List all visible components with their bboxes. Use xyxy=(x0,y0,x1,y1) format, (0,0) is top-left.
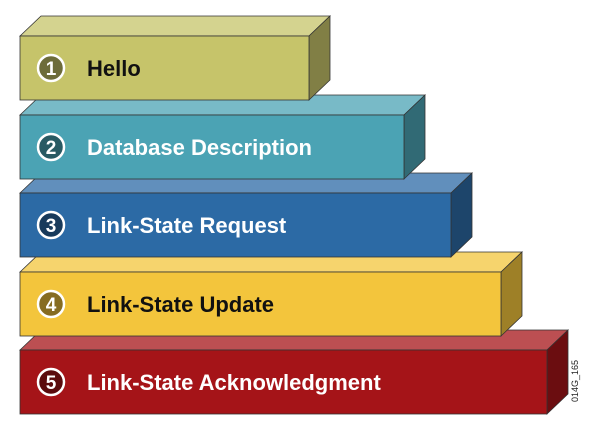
step-block-5: 5 Link-State Acknowledgment xyxy=(19,329,569,415)
step-5-front-face xyxy=(19,349,548,415)
step-block-3: 3 Link-State Request xyxy=(19,172,473,258)
step-4-badge xyxy=(36,289,66,319)
step-1-number: 1 xyxy=(46,59,57,80)
step-1-label: Hello xyxy=(87,56,141,81)
step-block-4: 4 Link-State Update xyxy=(19,251,523,337)
step-1-top-face xyxy=(19,15,331,37)
step-2-badge xyxy=(36,132,66,162)
step-block-1: 1 Hello xyxy=(19,15,331,101)
step-5-label: Link-State Acknowledgment xyxy=(87,370,381,395)
step-2-front-face xyxy=(19,114,405,180)
figure-id: 014G_165 xyxy=(570,360,580,402)
step-block-2: 2 Database Description xyxy=(19,94,426,180)
blocks-layer: 5 Link-State Acknowledgment 4 Link-State Up… xyxy=(19,15,569,415)
step-3-number: 3 xyxy=(46,216,57,237)
step-2-label: Database Description xyxy=(87,135,312,160)
step-3-badge xyxy=(36,210,66,240)
step-1-badge xyxy=(36,53,66,83)
step-4-front-face xyxy=(19,271,502,337)
step-1-front-face xyxy=(19,35,310,101)
step-4-number: 4 xyxy=(46,295,57,316)
step-3-label: Link-State Request xyxy=(87,213,287,238)
step-2-number: 2 xyxy=(46,138,57,159)
step-5-badge xyxy=(36,367,66,397)
step-4-label: Link-State Update xyxy=(87,292,274,317)
step-5-number: 5 xyxy=(46,373,57,394)
step-3-front-face xyxy=(19,192,452,258)
